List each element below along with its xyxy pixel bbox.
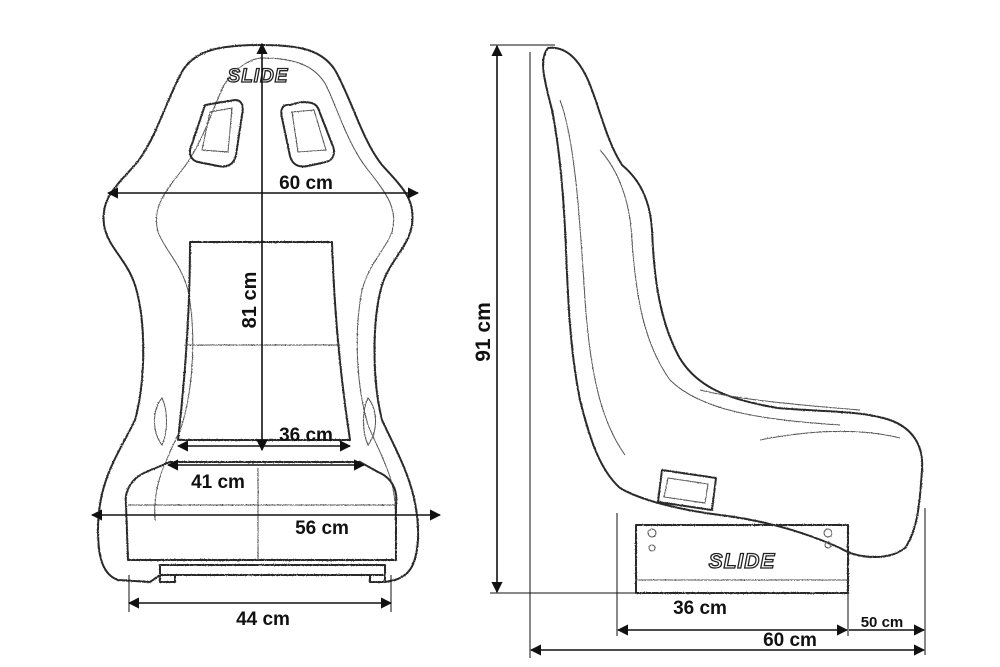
base-mount-width-label: 44 cm bbox=[236, 609, 290, 630]
back-cushion bbox=[177, 241, 351, 441]
base-outer-width-label: 56 cm bbox=[295, 518, 349, 539]
front-dimensions: 81 cm 60 cm 36 cm 41 cm 56 cm 44 cm bbox=[90, 42, 442, 630]
side-view-seat bbox=[542, 46, 924, 594]
side-logo: SLIDE bbox=[708, 549, 776, 573]
back-height-label: 81 cm bbox=[239, 272, 261, 329]
total-depth-label: 60 cm bbox=[763, 630, 817, 651]
front-logo: SLIDE bbox=[227, 65, 289, 87]
side-harness-slot bbox=[657, 469, 717, 511]
inner-width-top-label: 36 cm bbox=[279, 425, 333, 446]
seat-cushion bbox=[124, 461, 398, 561]
left-harness-slot bbox=[189, 99, 244, 168]
front-seat-inner-shell bbox=[154, 57, 396, 521]
right-harness-slot bbox=[280, 101, 335, 168]
svg-text:SLIDE: SLIDE bbox=[228, 66, 289, 87]
total-height-label: 91 cm bbox=[472, 302, 495, 362]
shoulder-width-label: 60 cm bbox=[279, 173, 333, 194]
seat-depth-extra-label: 50 cm bbox=[861, 614, 904, 631]
svg-text:SLIDE: SLIDE bbox=[709, 550, 776, 573]
side-dimensions: 91 cm 36 cm 50 cm 60 cm bbox=[472, 44, 926, 658]
inner-width-bottom-label: 41 cm bbox=[191, 472, 245, 493]
front-seat-base bbox=[159, 564, 386, 583]
side-seat-shell bbox=[542, 46, 924, 558]
mount-length-label: 36 cm bbox=[673, 598, 727, 619]
